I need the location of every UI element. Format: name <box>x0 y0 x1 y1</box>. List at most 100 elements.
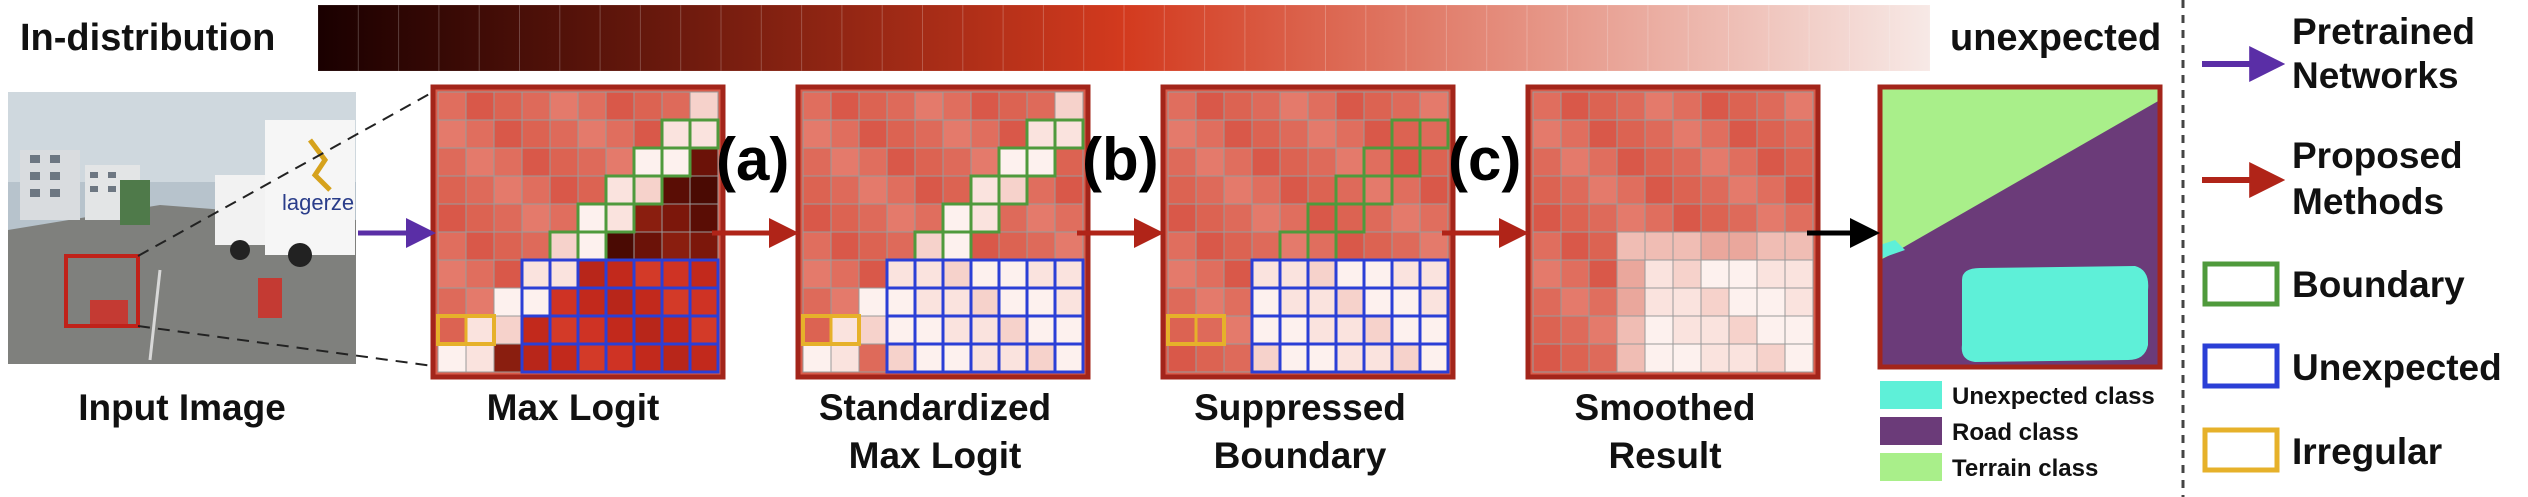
panel-suppressed-boundary <box>1160 84 1456 380</box>
grid-cell <box>577 203 607 233</box>
colorbar-block <box>1163 4 1206 72</box>
grid-cell <box>1307 259 1337 289</box>
colorbar-block <box>962 4 1004 72</box>
grid-cell <box>1195 287 1225 317</box>
grid-cell <box>661 259 691 289</box>
grid-cell <box>942 315 972 345</box>
colorbar-block <box>1284 4 1326 72</box>
grid-cell <box>1700 231 1730 261</box>
grid-cell <box>1335 343 1365 373</box>
grid-cell <box>1728 259 1758 289</box>
grid-cell <box>1700 287 1730 317</box>
panel-max-logit <box>430 84 726 380</box>
input-highlight-box <box>64 254 140 328</box>
grid-cell <box>802 91 832 121</box>
grid-cell <box>970 259 1000 289</box>
grid-cell <box>858 175 888 205</box>
grid-cell <box>549 287 579 317</box>
grid-cell <box>1419 287 1449 317</box>
grid-cell <box>1700 175 1730 205</box>
legend-swatch-terrain <box>1880 453 1942 481</box>
grid-cell <box>1223 91 1253 121</box>
zoom-line-bottom <box>137 325 434 367</box>
grid-cell <box>1644 175 1674 205</box>
grid-cell <box>942 203 972 233</box>
grid-cell <box>1026 231 1056 261</box>
grid-cell <box>465 91 495 121</box>
grid-cell <box>633 315 663 345</box>
grid-cell <box>830 259 860 289</box>
grid-cell <box>1026 259 1056 289</box>
grid-cell <box>1363 287 1393 317</box>
grid-cell <box>493 175 523 205</box>
grid-cell <box>914 343 944 373</box>
grid-cell <box>1616 119 1646 149</box>
boundary-outline <box>1053 118 1085 150</box>
grid-cell <box>802 175 832 205</box>
grid-cell <box>465 175 495 205</box>
grid-cell <box>1335 91 1365 121</box>
grid-cell <box>605 315 635 345</box>
grid-cell <box>437 231 467 261</box>
grid-cell <box>1279 231 1309 261</box>
boundary-outline <box>969 202 1001 234</box>
grid-cell <box>1167 203 1197 233</box>
grid-cell <box>605 259 635 289</box>
caption-suppressed-line2: Boundary <box>1214 435 1387 476</box>
grid-cell <box>1391 259 1421 289</box>
grid-cell <box>830 343 860 373</box>
grid-cell <box>1391 343 1421 373</box>
grid-cell <box>970 343 1000 373</box>
grid-cell <box>689 287 719 317</box>
grid-cell <box>998 259 1028 289</box>
grid-cell <box>1560 119 1590 149</box>
grid-cell <box>1560 315 1590 345</box>
grid-cell <box>998 203 1028 233</box>
grid-cell <box>605 175 635 205</box>
grid-cell <box>858 203 888 233</box>
grid-cell <box>1588 315 1618 345</box>
grid-cell <box>1419 203 1449 233</box>
grid-cell <box>465 203 495 233</box>
legend-irregular-label: Irregular <box>2292 431 2442 472</box>
grid-cell <box>1054 231 1084 261</box>
unexpected-outline <box>688 342 720 374</box>
grid-cell <box>689 119 719 149</box>
grid-cell <box>1195 231 1225 261</box>
boundary-outline <box>688 118 720 150</box>
grid-cell <box>521 175 551 205</box>
colorbar-block <box>1526 4 1568 72</box>
grid-cell <box>1672 91 1702 121</box>
grid-cell <box>1728 119 1758 149</box>
grid-cell <box>1223 175 1253 205</box>
grid-cell <box>1616 147 1646 177</box>
grid-cell <box>1054 147 1084 177</box>
grid-cell <box>633 91 663 121</box>
grid-cell <box>1251 175 1281 205</box>
grid-cell <box>1419 231 1449 261</box>
legend-label-road: Road class <box>1952 419 2079 446</box>
grid-cell <box>802 287 832 317</box>
colorbar-block <box>1325 4 1367 72</box>
grid-cell <box>521 287 551 317</box>
grid-cell <box>661 231 691 261</box>
grid-cell <box>493 231 523 261</box>
colorbar-block <box>1566 4 1609 72</box>
grid-cell <box>1026 287 1056 317</box>
panel-standardized-max-logit <box>795 84 1091 380</box>
colorbar-block <box>1848 4 1891 72</box>
grid-cell <box>689 343 719 373</box>
grid-cell <box>1644 147 1674 177</box>
grid-cell <box>689 91 719 121</box>
grid-cell <box>577 259 607 289</box>
grid-cell <box>605 287 635 317</box>
grid-cell <box>1223 203 1253 233</box>
grid-cell <box>1335 175 1365 205</box>
grid-cell <box>465 287 495 317</box>
caption-max-logit: Max Logit <box>487 387 660 428</box>
boundary-outline <box>1390 146 1422 178</box>
grid-cell <box>633 259 663 289</box>
grid-cell <box>1251 119 1281 149</box>
grid-cell <box>1700 259 1730 289</box>
